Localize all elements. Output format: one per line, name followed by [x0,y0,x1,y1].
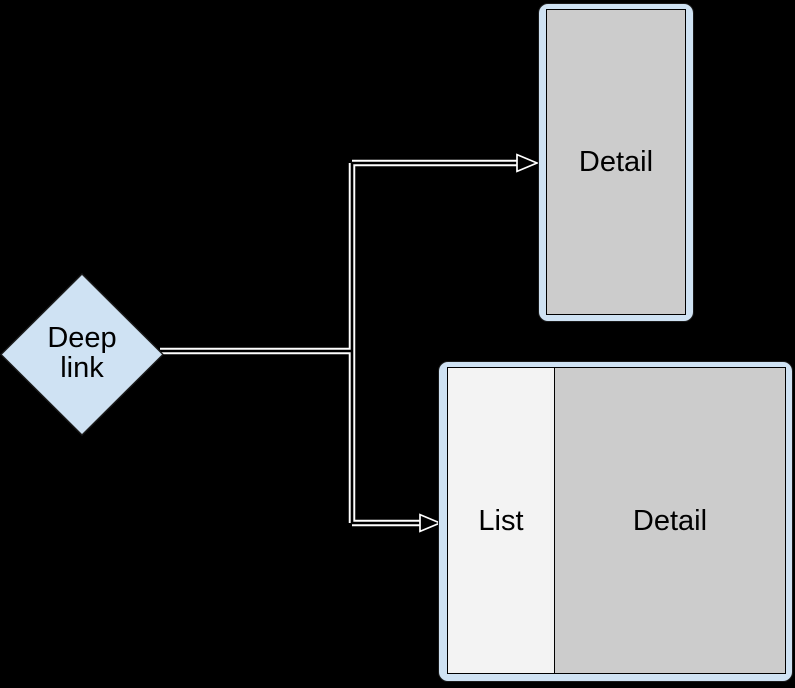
tablet-detail-label: Detail [632,504,708,537]
arrowhead-to-tablet-list-detail-icon [419,513,443,533]
tablet-screen: List Detail [447,367,786,674]
arrowhead-to-phone-detail-icon [516,153,540,173]
tablet-list-pane: List [448,368,555,673]
tablet-frame: List Detail [438,361,793,682]
tablet-detail-pane: Detail [555,368,785,673]
deep-link-label: Deep link [47,322,117,384]
tablet-list-label: List [478,504,524,537]
deep-link-diamond [0,273,164,436]
phone-frame: Detail [538,3,694,322]
connector-core [160,161,520,525]
phone-detail-label: Detail [578,146,654,178]
phone-detail-pane: Detail [546,9,686,315]
